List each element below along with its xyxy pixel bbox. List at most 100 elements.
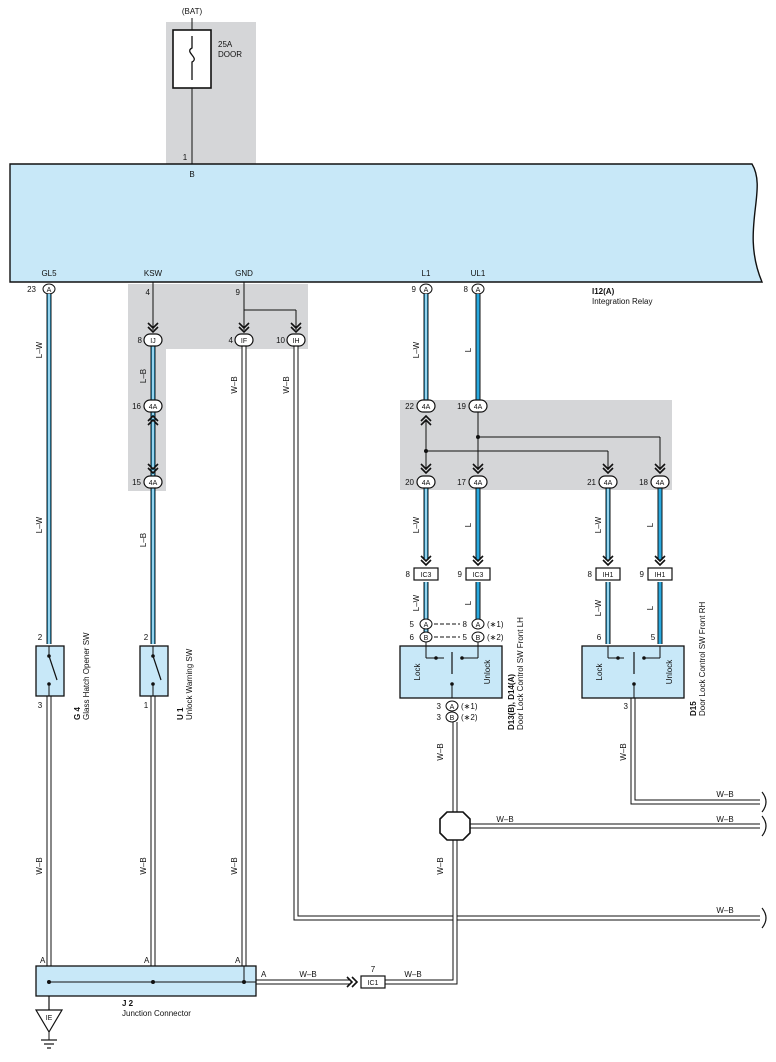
ij-connector bbox=[143, 333, 163, 347]
svg-text:A: A bbox=[424, 622, 429, 629]
ic3-b-pin: 9 bbox=[458, 570, 463, 579]
r4a-21-pin: 21 bbox=[587, 478, 596, 487]
relay-terminal-ksw: KSW bbox=[144, 269, 163, 278]
d15-ref: D15 bbox=[689, 701, 698, 716]
wire-color-ul1-1: L bbox=[464, 347, 473, 352]
relay-pin-l1: 9 bbox=[412, 285, 417, 294]
ih1-a-connector bbox=[595, 567, 621, 581]
r4a-20-pin: 20 bbox=[405, 478, 414, 487]
d13-pin3b: 3 bbox=[437, 713, 442, 722]
wire-color-ih-1: W–B bbox=[282, 376, 291, 393]
svg-text:4A: 4A bbox=[474, 480, 483, 487]
d13-note1-bottom: (∗1) bbox=[461, 702, 478, 711]
d15-pin6: 6 bbox=[597, 633, 602, 642]
j2-junction-connector bbox=[35, 965, 257, 997]
wire-color-ksw-2: L–B bbox=[139, 533, 148, 547]
relay-terminal-b: B bbox=[189, 170, 194, 179]
svg-text:IC3: IC3 bbox=[421, 572, 432, 579]
ic3-b-connector bbox=[465, 567, 491, 581]
j2-ref: J 2 bbox=[122, 999, 134, 1008]
svg-text:4A: 4A bbox=[149, 404, 158, 411]
d13-switch-box bbox=[399, 645, 503, 699]
r4a-17-pin: 17 bbox=[457, 478, 466, 487]
g4-pin-top: 2 bbox=[38, 633, 43, 642]
svg-text:A: A bbox=[476, 622, 481, 629]
wire-color-lh-3: L–W bbox=[412, 594, 421, 611]
svg-text:4A: 4A bbox=[149, 480, 158, 487]
wire-color-g4-low: W–B bbox=[35, 857, 44, 874]
if-connector bbox=[234, 333, 254, 347]
ic1-pin: 7 bbox=[371, 965, 376, 974]
junction-block-area-right bbox=[400, 400, 672, 490]
fuse-pin: 1 bbox=[183, 153, 188, 162]
splice-point bbox=[439, 811, 471, 841]
r4a-18-pin: 18 bbox=[639, 478, 648, 487]
wire-color-j2-2: W–B bbox=[404, 970, 421, 979]
svg-text:IH1: IH1 bbox=[655, 572, 666, 579]
d13-pin5: 5 bbox=[410, 620, 415, 629]
wire-color-rh-3: L–W bbox=[594, 599, 603, 616]
relay-pin-23: 23 bbox=[27, 285, 36, 294]
u1-name: Unlock Warning SW bbox=[185, 648, 194, 720]
svg-text:IF: IF bbox=[241, 338, 247, 345]
ih1-b-pin: 9 bbox=[640, 570, 645, 579]
svg-text:B: B bbox=[476, 635, 481, 642]
wire-color-d13-1: W–B bbox=[436, 743, 445, 760]
d15-unlock-label: Unlock bbox=[665, 659, 674, 684]
d13-note2: (∗2) bbox=[487, 633, 504, 642]
if-pin: 4 bbox=[229, 336, 234, 345]
svg-text:IJ: IJ bbox=[150, 338, 155, 345]
j2-pin-a-2: A bbox=[144, 956, 150, 965]
u1-switch-box bbox=[139, 645, 169, 697]
d13-unlock-label: Unlock bbox=[483, 659, 492, 684]
integration-relay-box bbox=[9, 163, 764, 283]
j2-name: Junction Connector bbox=[122, 1009, 191, 1018]
svg-text:A: A bbox=[47, 287, 52, 294]
svg-text:A: A bbox=[476, 287, 481, 294]
u4a-15-connector bbox=[143, 475, 163, 489]
d15-pin5: 5 bbox=[651, 633, 656, 642]
j2-pin-a-3: A bbox=[235, 956, 241, 965]
svg-text:A: A bbox=[424, 287, 429, 294]
wire-color-d15-1: W–B bbox=[619, 743, 628, 760]
ih-connector bbox=[286, 333, 306, 347]
g4-pin-bottom: 3 bbox=[38, 701, 43, 710]
wire-break-2 bbox=[761, 815, 767, 837]
d15-lock-label: Lock bbox=[595, 663, 604, 681]
d13-pin5b: 5 bbox=[463, 633, 468, 642]
u4a-16-connector bbox=[143, 399, 163, 413]
r4a-19-connector bbox=[468, 399, 488, 413]
ic3-a-pin: 8 bbox=[406, 570, 411, 579]
wire-break-3 bbox=[761, 907, 767, 929]
ij-pin: 8 bbox=[138, 336, 143, 345]
wire-color-j2-1: W–B bbox=[299, 970, 316, 979]
relay-pin-ul1: 8 bbox=[464, 285, 469, 294]
svg-text:A: A bbox=[450, 704, 455, 711]
j2-pin-a-4: A bbox=[261, 970, 267, 979]
d13-conn-a-left bbox=[419, 618, 433, 630]
wire-color-lh-4: L bbox=[464, 600, 473, 605]
svg-text:B: B bbox=[450, 715, 455, 722]
wire-color-u1-low: W–B bbox=[139, 857, 148, 874]
u4a-15-pin: 15 bbox=[132, 478, 141, 487]
wire-color-rh-4: L bbox=[646, 605, 655, 610]
wire-color-l1-2: L–W bbox=[412, 516, 421, 533]
wire-color-gl5-1: L–W bbox=[35, 341, 44, 358]
wire-color-splice-2: W–B bbox=[716, 815, 733, 824]
relay-terminal-gl5: GL5 bbox=[41, 269, 57, 278]
svg-text:IH: IH bbox=[293, 338, 300, 345]
svg-text:4A: 4A bbox=[422, 404, 431, 411]
u1-pin-top: 2 bbox=[144, 633, 149, 642]
relay-terminal-l1: L1 bbox=[422, 269, 431, 278]
d15-pin3: 3 bbox=[624, 702, 629, 711]
wire-color-gl5-2: L–W bbox=[35, 516, 44, 533]
relay-ref: I12(A) bbox=[592, 287, 615, 296]
fuse-element bbox=[189, 36, 195, 80]
d13-conn-a-bottom bbox=[445, 700, 459, 712]
svg-text:4A: 4A bbox=[422, 480, 431, 487]
relay-pin-9: 9 bbox=[236, 288, 241, 297]
ih-pin: 10 bbox=[276, 336, 285, 345]
wire-color-ih-2: W–B bbox=[716, 906, 733, 915]
svg-text:4A: 4A bbox=[656, 480, 665, 487]
